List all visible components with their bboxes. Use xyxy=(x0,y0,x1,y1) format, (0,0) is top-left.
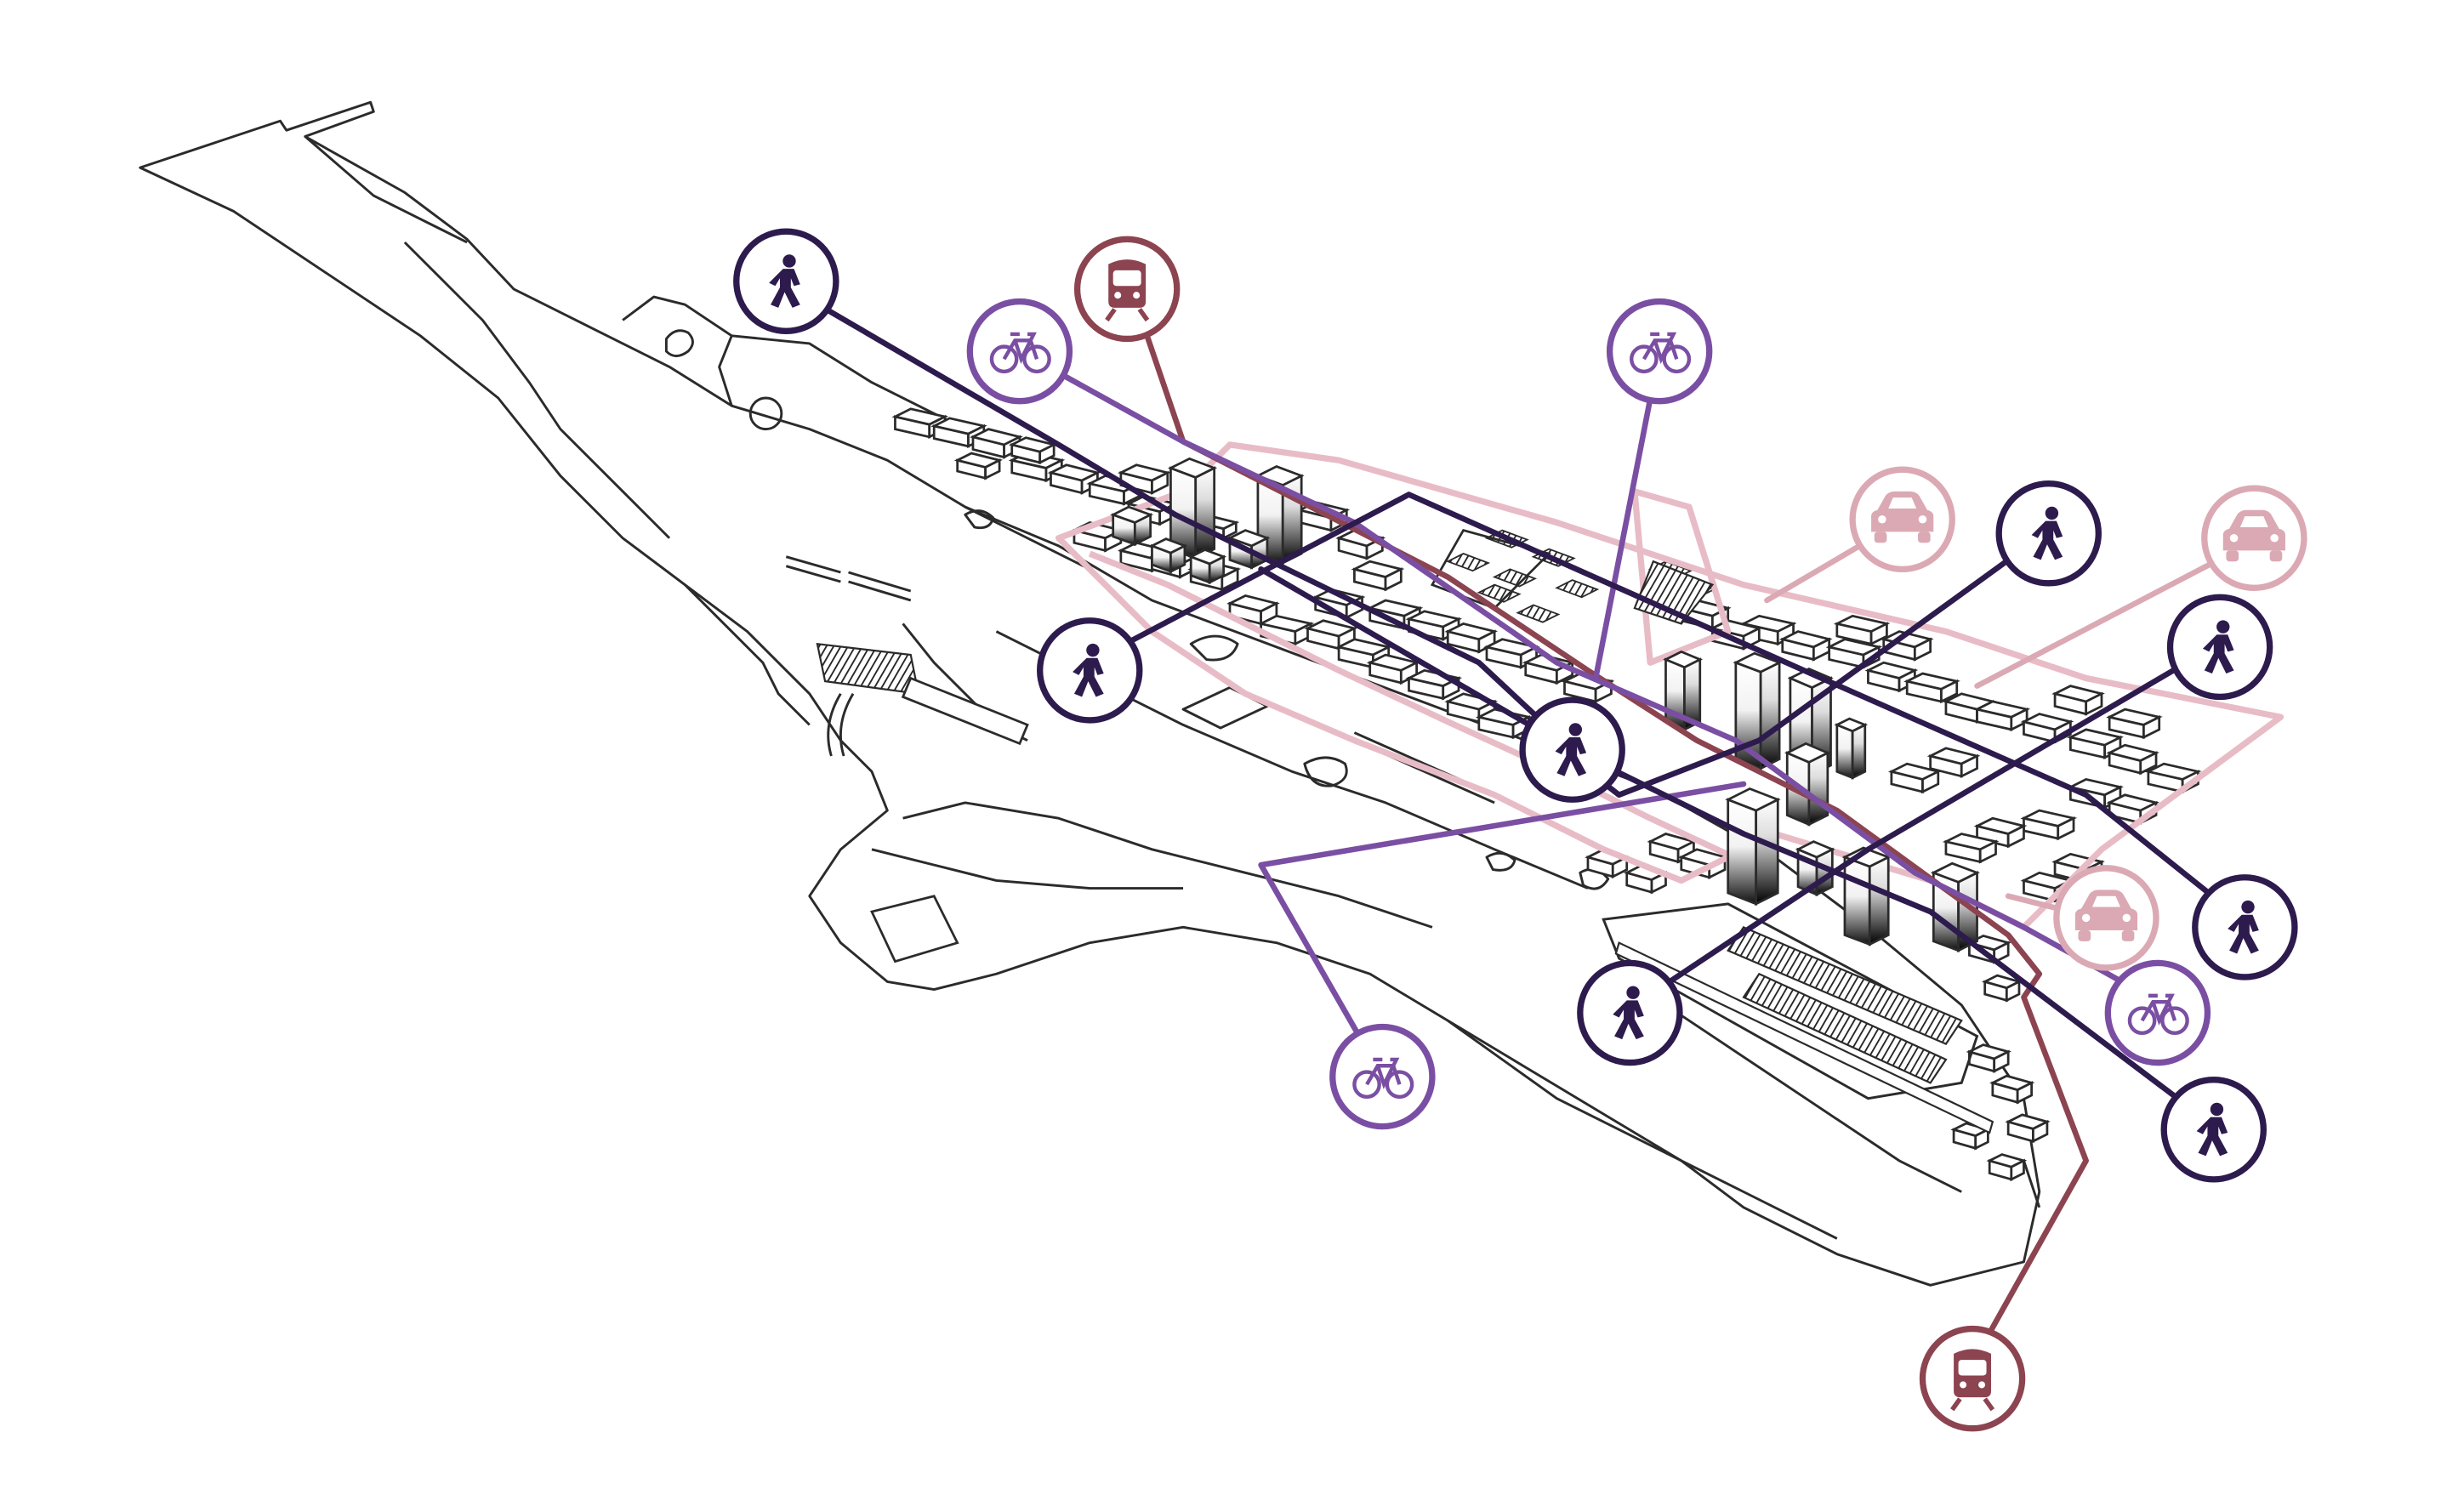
pedestrian-route-5 xyxy=(1258,566,1575,753)
tower xyxy=(1725,787,1781,907)
car-icon xyxy=(2074,890,2138,941)
building-block xyxy=(1475,708,1533,740)
building-block xyxy=(1942,833,2000,864)
tower xyxy=(1110,505,1154,547)
solar-roof xyxy=(1492,568,1538,588)
building-block xyxy=(1950,1122,1992,1151)
building-block xyxy=(1405,668,1463,701)
building-block xyxy=(2106,708,2163,740)
car-route-2 xyxy=(1974,538,2257,689)
pedestrian-icon xyxy=(2202,620,2234,674)
node-ped-7 xyxy=(2160,1077,2267,1183)
tower xyxy=(1149,537,1188,574)
building-block xyxy=(1008,436,1058,465)
building-block xyxy=(1833,614,1891,646)
node-bike-2 xyxy=(1606,298,1713,405)
node-ped-center xyxy=(1519,696,1625,803)
pedestrian-icon xyxy=(2196,1102,2228,1157)
bicycle-icon xyxy=(989,332,1051,374)
building-block xyxy=(1778,630,1833,662)
bicycle-route-north xyxy=(1016,348,2167,1009)
building-block xyxy=(1226,594,1280,626)
building-block xyxy=(1973,700,2031,732)
building-block xyxy=(1405,610,1463,641)
node-bike-4 xyxy=(1329,1023,1436,1130)
building-block xyxy=(1981,974,2023,1003)
train-icon xyxy=(1105,259,1150,322)
building-block xyxy=(1986,1153,2028,1182)
node-ped-5 xyxy=(2192,874,2298,981)
tower xyxy=(1663,650,1704,732)
building-block xyxy=(1973,816,2028,849)
building-block xyxy=(1966,1043,2011,1073)
node-ped-3 xyxy=(1037,617,1143,724)
solar-roof xyxy=(1445,553,1491,572)
node-car-1 xyxy=(1849,466,1955,573)
train-route xyxy=(1133,301,2089,1358)
building-block xyxy=(2005,1113,2051,1144)
building-block xyxy=(2144,762,2202,794)
node-ped-1 xyxy=(733,228,839,334)
building-block xyxy=(1887,762,1942,794)
node-car-2 xyxy=(2201,485,2307,591)
node-bike-3 xyxy=(2104,959,2211,1066)
node-ped-2 xyxy=(1995,480,2102,587)
solar-roof xyxy=(1555,579,1600,599)
pedestrian-route-2 xyxy=(1086,492,2245,923)
pedestrian-icon xyxy=(1613,986,1644,1040)
rail-yard xyxy=(816,528,1994,1134)
bicycle-route-southwest xyxy=(1258,781,1747,1080)
building-block xyxy=(1257,614,1315,646)
building-block xyxy=(2051,685,2105,716)
solar-roof xyxy=(1516,604,1561,623)
car-icon xyxy=(1871,491,1934,543)
pedestrian-icon xyxy=(1073,643,1104,697)
bicycle-icon xyxy=(1630,332,1692,374)
building-block xyxy=(953,452,1004,480)
building-block xyxy=(2020,809,2078,841)
car-icon xyxy=(2222,509,2285,562)
tower xyxy=(1733,651,1783,770)
node-train-1 xyxy=(1073,236,1181,343)
building-block xyxy=(1335,638,1392,669)
node-car-3 xyxy=(2053,865,2159,971)
pedestrian-icon xyxy=(2228,900,2259,954)
node-ped-4 xyxy=(2166,594,2273,701)
pedestrian-icon xyxy=(769,254,800,308)
building-block xyxy=(1903,672,1960,704)
node-ped-6 xyxy=(1577,959,1683,1066)
bicycle-route-vertical xyxy=(1592,348,1663,681)
building-block xyxy=(1926,747,1981,779)
bicycle-icon xyxy=(1352,1057,1414,1100)
node-train-2 xyxy=(1919,1325,2026,1432)
solar-roof xyxy=(1477,583,1522,603)
pedestrian-icon xyxy=(1555,723,1587,776)
tower xyxy=(1187,548,1227,585)
building-block xyxy=(2106,743,2159,776)
tower xyxy=(1167,457,1218,560)
building-block xyxy=(1864,661,1919,693)
building-block xyxy=(1444,622,1499,654)
node-bike-1 xyxy=(966,298,1073,405)
building-block xyxy=(1989,1074,2035,1105)
tower xyxy=(1834,717,1869,780)
bicycle-icon xyxy=(2127,993,2189,1035)
pedestrian-route-4 xyxy=(1631,640,2222,1009)
train-icon xyxy=(1950,1349,1995,1412)
mobility-nodes xyxy=(733,228,2307,1432)
building-block xyxy=(1351,560,1405,592)
pedestrian-route-main xyxy=(783,282,2214,1127)
pedestrian-icon xyxy=(2031,506,2063,560)
